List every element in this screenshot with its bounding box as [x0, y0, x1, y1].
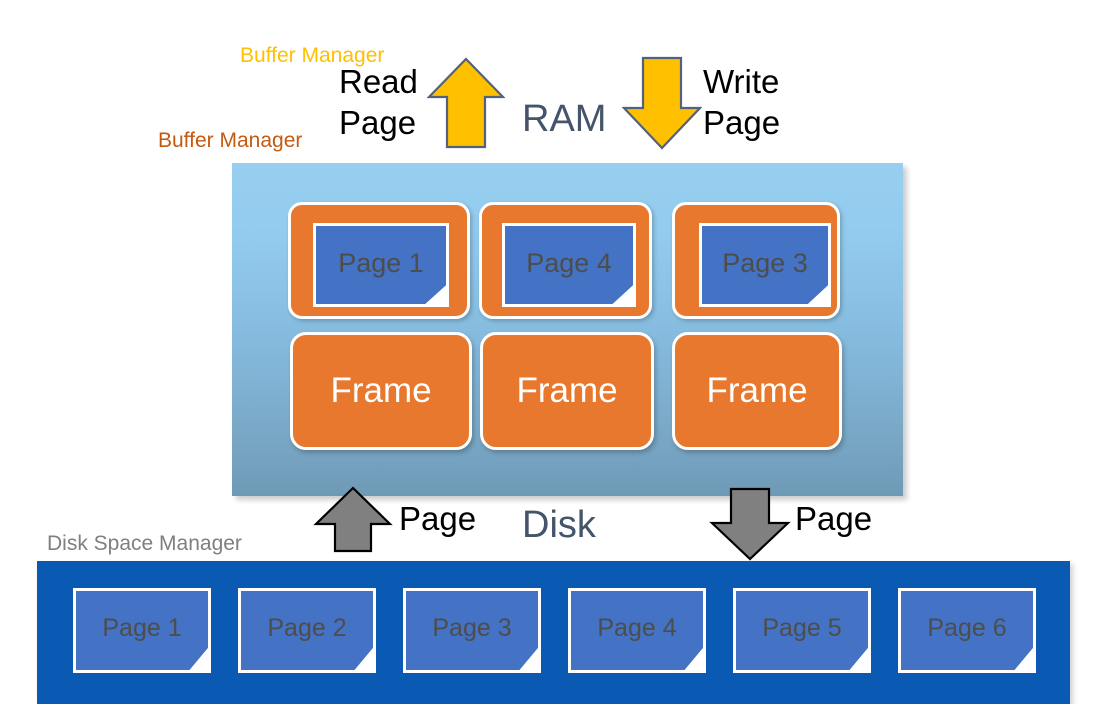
disk-write-arrow-down-icon [709, 487, 791, 561]
frame-box-3[interactable]: Frame [672, 332, 842, 450]
page-fill [406, 591, 538, 670]
frame-box-1[interactable]: Frame [290, 332, 472, 450]
disk-read-page-label: Page [399, 500, 477, 537]
frame-label-1: Frame [330, 371, 432, 410]
disk-page-2[interactable]: Page 2 [238, 588, 376, 673]
read-page-label-line2: Page [339, 104, 417, 141]
disk-page-6[interactable]: Page 6 [898, 588, 1036, 673]
page-fill [901, 591, 1033, 670]
frame-box-2[interactable]: Frame [480, 332, 654, 450]
page-fill [702, 226, 828, 304]
frame-label-3: Frame [706, 371, 808, 410]
page-fill [241, 591, 373, 670]
buffer-page-doc-2: Page 4 [502, 223, 636, 307]
buffer-page-holder-1[interactable]: Page 1 [288, 202, 470, 319]
disk-page-5[interactable]: Page 5 [733, 588, 871, 673]
buffer-page-holder-3[interactable]: Page 3 [672, 202, 840, 319]
buffer-page-holder-2[interactable]: Page 4 [479, 202, 652, 319]
write-page-label-line2: Page [703, 104, 781, 141]
disk-read-arrow-up-icon [313, 486, 393, 553]
disk-page-1[interactable]: Page 1 [73, 588, 211, 673]
buffer-manager-label-orange: Buffer Manager [158, 129, 303, 152]
ram-label: RAM [522, 98, 607, 140]
page-fill [76, 591, 208, 670]
page-fill [571, 591, 703, 670]
page-fill [736, 591, 868, 670]
frame-label-2: Frame [516, 371, 618, 410]
buffer-page-doc-1: Page 1 [313, 223, 449, 307]
disk-write-page-label: Page [795, 500, 873, 537]
write-page-label-line1: Write [703, 63, 780, 100]
disk-page-4[interactable]: Page 4 [568, 588, 706, 673]
buffer-page-doc-3: Page 3 [699, 223, 831, 307]
page-fill [316, 226, 446, 304]
page-fill [505, 226, 633, 304]
disk-label: Disk [522, 504, 596, 546]
read-arrow-up-icon [427, 57, 505, 149]
disk-page-3[interactable]: Page 3 [403, 588, 541, 673]
write-arrow-down-icon [622, 56, 702, 150]
disk-space-manager-label: Disk Space Manager [47, 532, 242, 555]
read-page-label-line1: Read [339, 63, 418, 100]
ram-panel: Page 1 Page 4 Page 3 Frame Frame [232, 163, 903, 496]
buffer-manager-label-gold: Buffer Manager [240, 44, 385, 67]
